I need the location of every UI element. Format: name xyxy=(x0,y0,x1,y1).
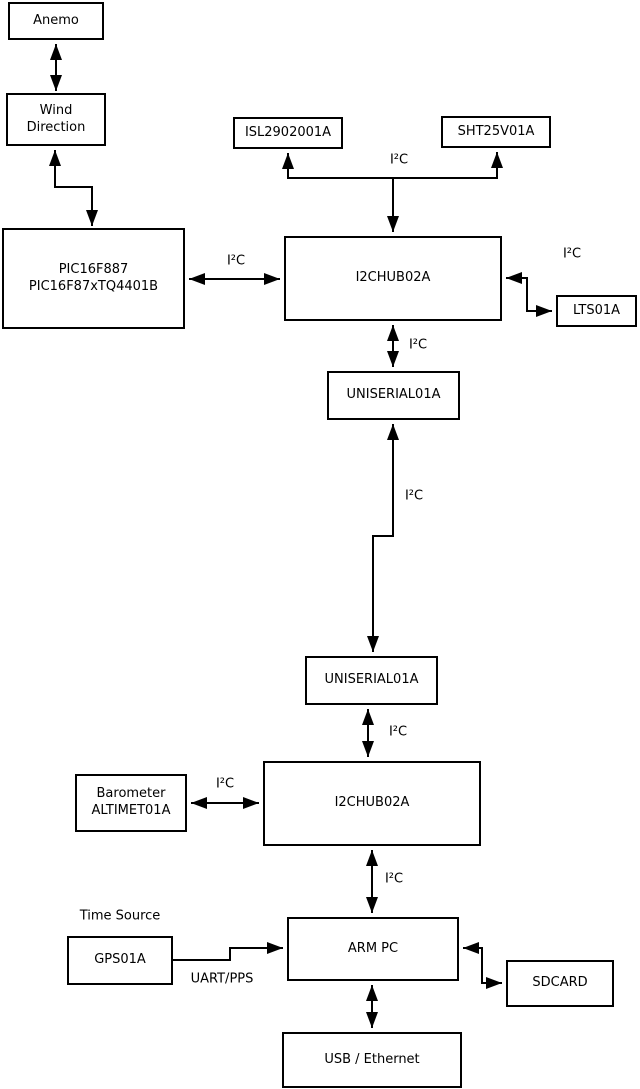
bus-label-i2c-hub2-armpc: I²C xyxy=(384,871,404,887)
edge-winddirection-pic xyxy=(49,150,98,226)
node-uniserial01a-bottom: UNISERIAL01A xyxy=(305,656,438,705)
bus-label-i2c-barometer: I²C xyxy=(215,776,235,792)
node-wind-direction: Wind Direction xyxy=(6,93,106,146)
node-gps01a: GPS01A xyxy=(67,936,173,985)
node-arm-pc: ARM PC xyxy=(287,917,459,981)
bus-label-i2c-hub-lts: I²C xyxy=(562,246,582,262)
node-i2chub02a-bottom: I2CHUB02A xyxy=(263,761,481,846)
node-pic16f887: PIC16F887 PIC16F87xTQ4401B xyxy=(2,228,185,329)
bus-label-i2c-isl-sht: I²C xyxy=(389,152,409,168)
bus-label-i2c-uniserial-hub2: I²C xyxy=(388,724,408,740)
label-uart-pps: UART/PPS xyxy=(190,971,254,987)
edge-uniserial-top-uniserial-bottom xyxy=(367,424,399,652)
node-uniserial01a-top: UNISERIAL01A xyxy=(327,371,460,420)
node-barometer-altimet01a: Barometer ALTIMET01A xyxy=(75,774,187,832)
node-sht25v01a: SHT25V01A xyxy=(441,116,551,148)
node-i2chub02a-top: I2CHUB02A xyxy=(284,236,502,321)
node-isl2902001a: ISL2902001A xyxy=(233,117,343,149)
node-anemo: Anemo xyxy=(8,2,104,40)
edge-gps-armpc xyxy=(173,942,283,961)
label-time-source: Time Source xyxy=(79,908,161,924)
bus-label-i2c-pic-hub: I²C xyxy=(226,253,246,269)
node-usb-ethernet: USB / Ethernet xyxy=(282,1032,462,1088)
bus-label-i2c-hub-uniserial: I²C xyxy=(408,337,428,353)
bus-label-i2c-uniserial-link: I²C xyxy=(404,488,424,504)
node-sdcard: SDCARD xyxy=(506,960,614,1007)
edge-i2chub-top-lts xyxy=(506,272,552,317)
edge-armpc-sdcard xyxy=(463,942,502,989)
node-lts01a: LTS01A xyxy=(556,295,637,327)
